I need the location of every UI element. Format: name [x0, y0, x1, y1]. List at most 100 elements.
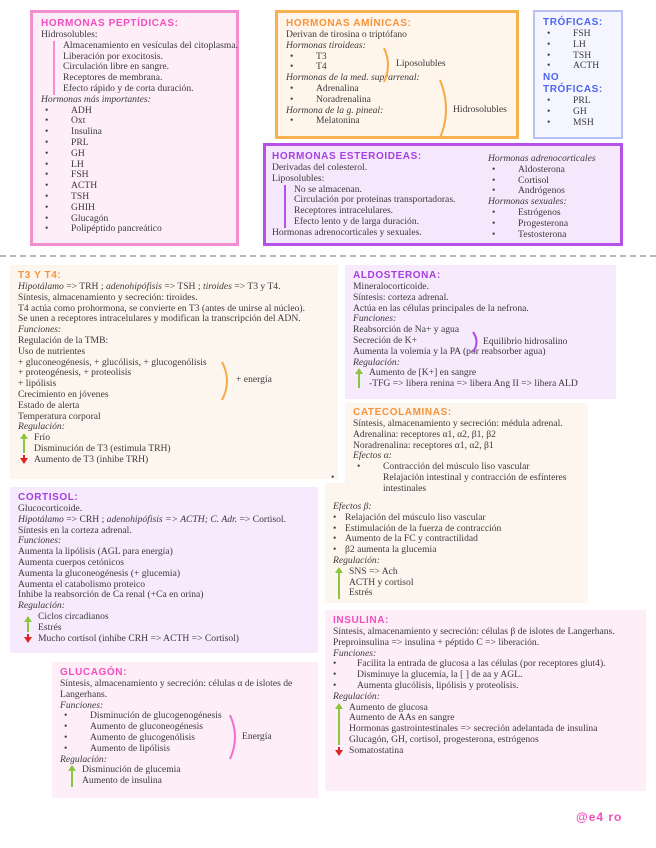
list-item: -TFG => libera renina => libera Ang II =… — [369, 378, 578, 390]
text: Hormonas tiroideas: — [286, 39, 366, 51]
list-item: Noradrenalina — [286, 94, 508, 106]
text: Síntesis, almacenamiento y secreción: ti… — [18, 291, 198, 303]
list-item: •Relajación del músculo liso vascular — [333, 511, 486, 523]
list-item: Mucho cortisol (inhibe CRH => ACTH => Co… — [38, 632, 239, 644]
list-item: No se almacenan. — [294, 183, 362, 195]
text: Regulación: — [18, 600, 65, 612]
list-item: Disminución de glucemia — [82, 764, 181, 776]
brace-icon — [221, 361, 228, 401]
regulation-list: Disminución de glucemia Aumento de insul… — [60, 764, 310, 788]
section-title: NO TRÓFICAS: — [543, 72, 603, 96]
list-item: •β2 aumenta la glucemia — [333, 544, 437, 556]
list-item: ACTH — [41, 180, 228, 192]
esteroideas-card: HORMONAS ESTEROIDEAS: Derivadas del cole… — [263, 143, 623, 246]
equilibrio-label: Equilibrio hidrosalino — [483, 336, 568, 347]
text: Regulación: — [18, 421, 65, 433]
text: Aumenta la lipólisis (AGL para energía) — [18, 546, 173, 558]
section-title: HORMONAS PEPTÍDICAS: — [41, 18, 179, 29]
section-divider — [0, 255, 656, 257]
text: Aumenta la gluconeogénesis (+ glucemia) — [18, 567, 181, 579]
text: Síntesis, almacenamiento y secreción: cé… — [333, 626, 615, 637]
text: Noradrenalina: receptores α1, α2, β1 — [353, 439, 494, 451]
text: Reabsorción de Na+ y agua — [353, 324, 460, 336]
text: Estado de alerta — [18, 399, 80, 411]
troficas-card: TRÓFICAS: FSH LH TSH ACTH NO TRÓFICAS: P… — [533, 10, 623, 139]
text: Actúa en las células principales de la n… — [353, 302, 529, 314]
text: Funciones: — [333, 647, 377, 659]
text: Glucocorticoide. — [18, 503, 83, 514]
down-arrow-icon — [335, 746, 345, 757]
section-title: CATECOLAMINAS: — [353, 407, 452, 418]
text: + lipólisis — [18, 378, 57, 390]
list-item: •Aumenta glucólisis, lipólisis y proteol… — [333, 679, 519, 691]
t3t4-card: T3 Y T4: Hipotálamo => TRH ; adenohipófi… — [10, 265, 338, 479]
list-item: T3 — [286, 51, 508, 63]
text: Efectos α: — [353, 450, 392, 462]
list-item: Andrógenos — [488, 186, 596, 197]
liposolubles-label: Liposolubles — [396, 58, 446, 69]
list-item: Polipéptido pancreático — [41, 224, 228, 235]
list-item: Aldosterona — [488, 164, 596, 176]
peptidicas-card: HORMONAS PEPTÍDICAS: Hidrosolubles: Alma… — [30, 10, 239, 246]
text: Secreción de K+ — [353, 334, 418, 346]
up-arrow-icon — [68, 765, 78, 788]
text: Síntesis: corteza adrenal. — [353, 291, 449, 303]
list-item: Circulación libre en sangre. — [63, 61, 170, 73]
list-item: MSH — [543, 117, 613, 129]
regulation-list: Aumento de glucosa Aumento de AAs en san… — [333, 701, 638, 757]
text: Preproinsulina => insulina + péptido C =… — [333, 636, 540, 648]
text: Hormonas más importantes: — [41, 93, 151, 105]
text: Crecimiento en jóvenes — [18, 388, 109, 400]
down-arrow-icon — [24, 633, 34, 644]
list-item: Ciclos circadianos — [38, 610, 109, 622]
list-item: GH — [543, 106, 613, 118]
list-item: Aumento de glucogenólisis — [60, 732, 310, 744]
text: Adrenalina: receptores α1, α2, β1, β2 — [353, 428, 496, 440]
brace-icon — [383, 47, 389, 83]
text: Efectos β: — [333, 501, 372, 512]
list-item: Aumento de insulina — [82, 775, 162, 787]
list-item: PRL — [543, 95, 613, 107]
list-item: Aumento de T3 (inhibe TRH) — [34, 453, 149, 465]
text: Derivan de tirosina o triptófano — [286, 29, 407, 40]
list-item: Cortisol — [488, 175, 596, 187]
list-item: Testosterona — [488, 229, 596, 241]
up-arrow-icon — [335, 702, 345, 745]
section-title: INSULINA: — [333, 615, 389, 626]
text: Se unen a receptores intracelulares y mo… — [18, 313, 301, 325]
up-arrow-icon — [20, 433, 30, 454]
list-item: Frío — [34, 432, 50, 444]
list-item: Adrenalina — [286, 83, 508, 95]
list-item: Receptores de membrana. — [63, 72, 163, 84]
list-item: Somatostatina — [349, 744, 404, 756]
text: Funciones: — [18, 324, 62, 336]
list-item: Glucagón — [41, 213, 228, 225]
section-title: HORMONAS AMÍNICAS: — [286, 18, 412, 29]
text: Aumenta la volemia y la PA (por reabsorb… — [353, 345, 546, 357]
list-item: •Facilita la entrada de glucosa a las cé… — [333, 658, 606, 670]
list-item: Glucagón, GH, cortisol, progesterona, es… — [349, 733, 539, 745]
text: Funciones: — [60, 699, 104, 711]
list-item: Insulina — [41, 126, 228, 138]
list-item: Efecto lento y de larga duración. — [294, 215, 420, 227]
regulation-list: Aumento de [K+] en sangre -TFG => libera… — [353, 368, 608, 390]
list-item: Melatonina — [286, 116, 508, 127]
up-arrow-icon — [335, 566, 345, 599]
energia-label: Energía — [242, 731, 272, 742]
list-item: Estrógenos — [488, 207, 596, 219]
list-item: •Aumento de la FC y contractilidad — [333, 533, 478, 545]
list-item: Progesterona — [488, 218, 596, 230]
list-item: GH — [41, 148, 228, 160]
cortisol-card: CORTISOL: Glucocorticoide. Hipotálamo =>… — [10, 487, 318, 653]
aminicas-card: HORMONAS AMÍNICAS: Derivan de tirosina o… — [275, 10, 519, 139]
list-item: Aumento de glucosa — [349, 701, 428, 713]
text: Regulación: — [353, 356, 400, 368]
list-item: Aumento de lipólisis — [60, 743, 310, 755]
text: Regulación de la TMB: — [18, 334, 109, 346]
brace-icon — [229, 714, 236, 760]
list-item: Almacenamiento en vesículas del citoplas… — [63, 39, 239, 51]
text: Aumenta el catabolismo proteico — [18, 578, 146, 590]
regulation-list: Ciclos circadianos Estrés Mucho cortisol… — [18, 610, 310, 644]
text: Regulación: — [333, 554, 380, 566]
text: Hormonas adrenocorticales y sexuales. — [272, 226, 422, 238]
